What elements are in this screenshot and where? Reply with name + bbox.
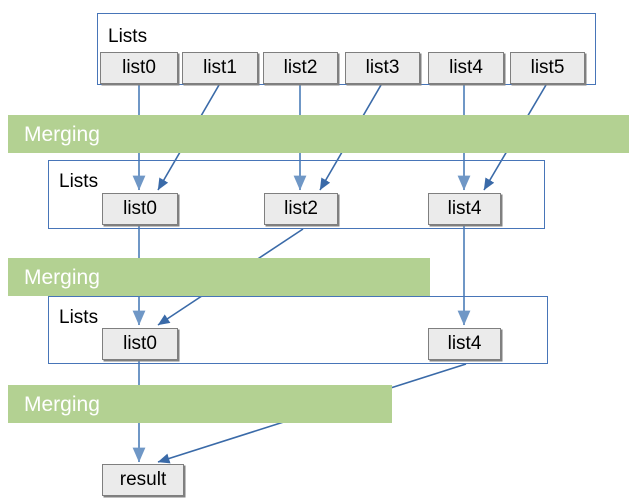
node-level1-list2[interactable]: list2 xyxy=(263,52,338,84)
node-level1-list1[interactable]: list1 xyxy=(182,52,258,84)
node-level2-list4[interactable]: list4 xyxy=(428,193,501,225)
lists-group-level-1 xyxy=(97,13,596,85)
merging-bar-1-label: Merging xyxy=(24,122,100,146)
node-level1-list5[interactable]: list5 xyxy=(510,52,585,84)
merging-bar-2-label: Merging xyxy=(24,265,100,289)
lists-group-level-2 xyxy=(48,160,545,229)
lists-group-label-level-1: Lists xyxy=(108,26,148,47)
merging-bar-1: Merging xyxy=(8,115,629,153)
node-level3-list4[interactable]: list4 xyxy=(428,328,501,360)
merging-bar-3-label: Merging xyxy=(24,392,100,416)
merging-bar-2: Merging xyxy=(8,258,430,296)
lists-group-label-level-3: Lists xyxy=(59,307,99,328)
lists-group-level-3 xyxy=(48,296,548,364)
node-level2-list2[interactable]: list2 xyxy=(264,193,338,225)
node-level2-list0[interactable]: list0 xyxy=(102,193,178,225)
node-level1-list3[interactable]: list3 xyxy=(345,52,420,84)
lists-group-label-level-2: Lists xyxy=(59,171,99,192)
node-level1-list0[interactable]: list0 xyxy=(100,52,178,84)
node-level3-list0[interactable]: list0 xyxy=(102,328,178,360)
node-result[interactable]: result xyxy=(102,464,184,496)
node-level1-list4[interactable]: list4 xyxy=(428,52,504,84)
merging-bar-3: Merging xyxy=(8,385,392,423)
